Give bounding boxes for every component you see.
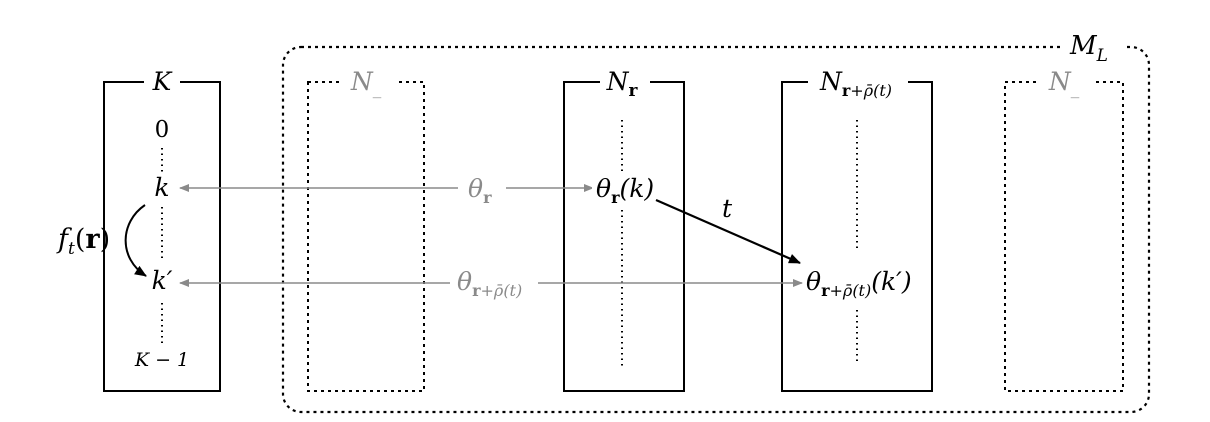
- svg-text:ML: ML: [1069, 31, 1108, 66]
- transition-label: ft(r): [56, 224, 110, 259]
- box-nrp: Nr+ρ̄(t): [781, 64, 933, 392]
- arrow-theta-r-label: θr: [468, 174, 492, 207]
- edge-t-arrow: [655, 198, 801, 265]
- node-theta-rp-kprime: θr+ρ̄(t)(k′): [804, 262, 924, 302]
- arrow-theta-rp-label: θr+ρ̄(t): [457, 267, 522, 300]
- box-k-row-k: k: [154, 173, 169, 202]
- transition-ft: ft(r): [56, 204, 147, 277]
- outer-box-label-sub: L: [1096, 46, 1108, 66]
- box-k-top-value: 0: [155, 117, 170, 143]
- transition-arrow: [124, 204, 147, 277]
- box-k-bottom-value: K − 1: [134, 349, 189, 371]
- box-nminus-left: N_: [307, 67, 425, 392]
- arrow-theta-r: θr: [179, 174, 594, 207]
- outer-box-label: M: [1069, 31, 1098, 61]
- outer-box-ml: ML: [281, 31, 1151, 414]
- node-theta-rp-kprime-label: θr+ρ̄(t)(k′): [806, 267, 912, 300]
- box-nminus-right-label: N_: [1048, 67, 1080, 99]
- box-nr-label: Nr: [606, 67, 639, 101]
- box-k-row-kprime: k′: [152, 266, 173, 295]
- edge-t-label: t: [722, 194, 733, 223]
- arrow-theta-rp: θr+ρ̄(t): [179, 267, 803, 300]
- box-nrp-label: Nr+ρ̄(t): [819, 67, 892, 100]
- box-k: K 0 k k′ K − 1: [103, 67, 221, 392]
- box-nr: Nr: [563, 66, 685, 392]
- box-nminus-left-label: N_: [350, 67, 382, 99]
- edge-t: t: [655, 194, 801, 265]
- node-theta-r-k-label: θr(k): [596, 174, 654, 207]
- box-k-label: K: [152, 67, 173, 96]
- node-theta-r-k: θr(k): [592, 174, 656, 208]
- box-nminus-right: N_: [1004, 67, 1124, 392]
